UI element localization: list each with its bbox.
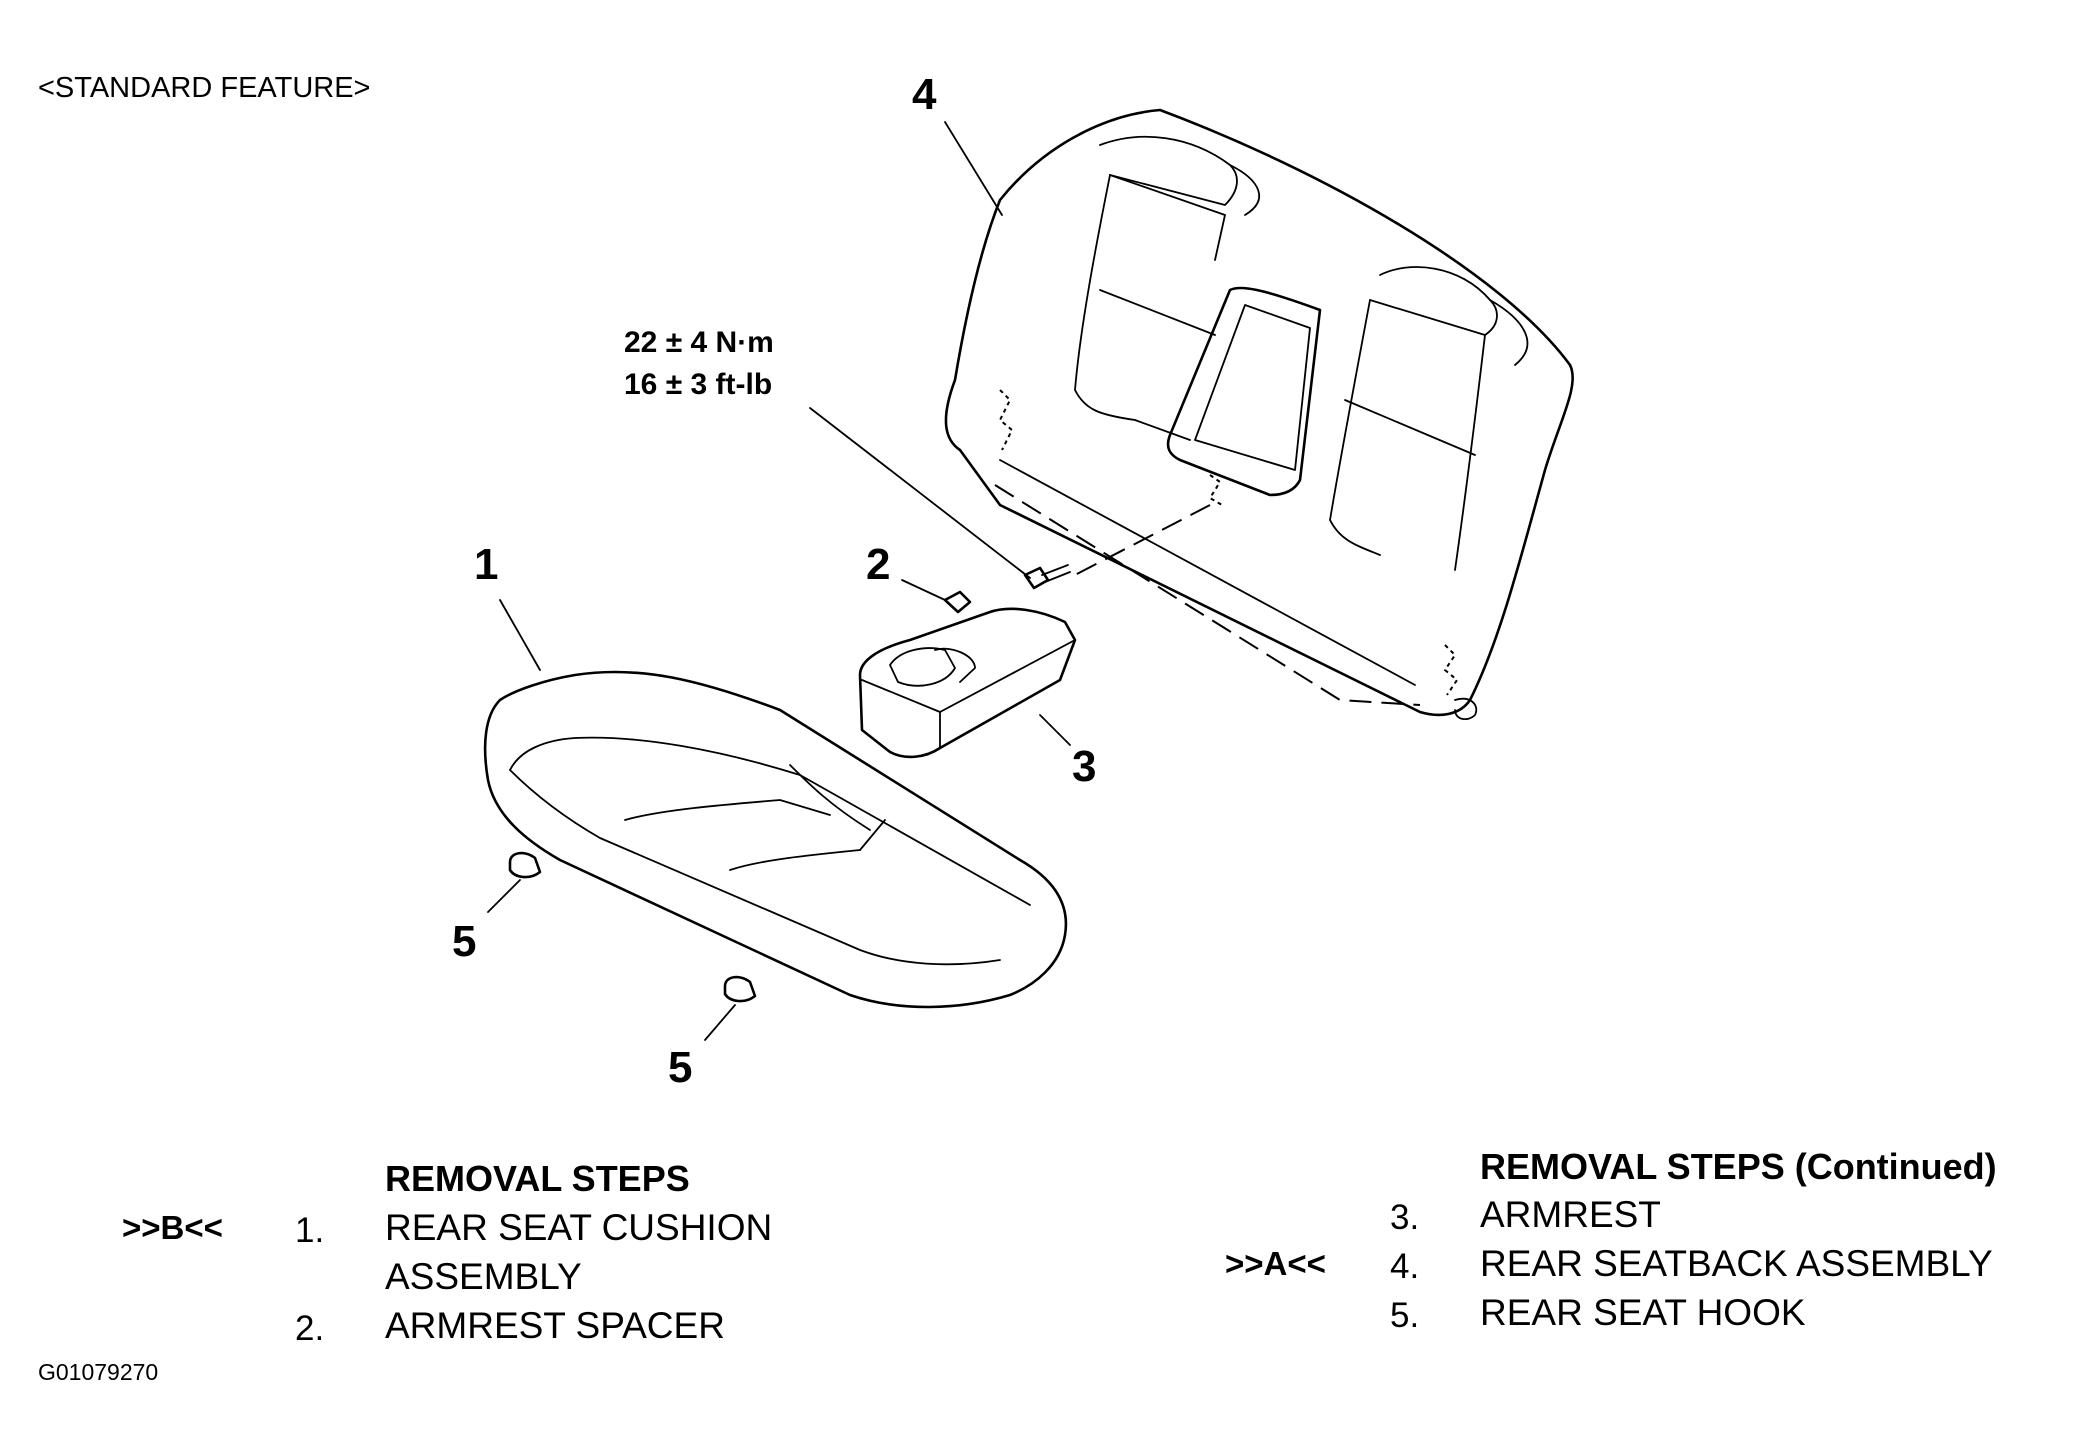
callout-5b-leader bbox=[704, 1004, 736, 1041]
step-4-ref: >>A<< bbox=[1225, 1245, 1326, 1282]
callout-2: 2 bbox=[866, 540, 891, 589]
step-5-text: REAR SEAT HOOK bbox=[1480, 1292, 1806, 1333]
callout-5a-leader bbox=[487, 879, 521, 913]
armrest bbox=[858, 607, 1077, 759]
torque-leader-line bbox=[809, 407, 1031, 579]
removal-steps-continued-title: REMOVAL STEPS (Continued) bbox=[1480, 1146, 1997, 1187]
step-2-number: 2. bbox=[295, 1309, 325, 1348]
figure-id: G01079270 bbox=[38, 1359, 159, 1385]
header-label: <STANDARD FEATURE> bbox=[38, 72, 371, 104]
armrest-spacer bbox=[901, 579, 972, 614]
step-5-number: 5. bbox=[1390, 1296, 1420, 1335]
callout-5-lower: 5 bbox=[668, 1043, 693, 1092]
step-1-text-continued: ASSEMBLY bbox=[385, 1256, 582, 1297]
rear-seat-hook-upper bbox=[487, 851, 542, 913]
rear-seat-cushion-assembly bbox=[483, 599, 1068, 1009]
callout-2-leader bbox=[901, 579, 946, 601]
step-1-ref: >>B<< bbox=[122, 1209, 223, 1246]
step-4-text: REAR SEATBACK ASSEMBLY bbox=[1480, 1243, 1993, 1284]
callout-5-upper: 5 bbox=[452, 917, 477, 966]
callout-1-leader bbox=[499, 599, 541, 671]
callout-4-leader bbox=[944, 121, 1003, 216]
bolt bbox=[809, 407, 1071, 590]
torque-metric: 22 ± 4 N·m bbox=[624, 326, 774, 359]
step-3-number: 3. bbox=[1390, 1198, 1420, 1237]
callout-4: 4 bbox=[912, 70, 937, 119]
step-1-number: 1. bbox=[295, 1211, 325, 1250]
step-4-number: 4. bbox=[1390, 1247, 1420, 1286]
removal-steps-title: REMOVAL STEPS bbox=[385, 1158, 690, 1199]
callout-1: 1 bbox=[474, 540, 499, 589]
step-2-text: ARMREST SPACER bbox=[385, 1305, 725, 1346]
torque-imperial: 16 ± 3 ft-lb bbox=[624, 368, 773, 401]
rear-seatback-assembly bbox=[944, 108, 1574, 721]
step-3-text: ARMREST bbox=[1480, 1194, 1661, 1235]
step-1-text: REAR SEAT CUSHION bbox=[385, 1207, 773, 1248]
torque-spec: 22 ± 4 N·m 16 ± 3 ft-lb bbox=[624, 322, 774, 406]
callout-3: 3 bbox=[1072, 742, 1097, 791]
callout-3-leader bbox=[1039, 714, 1071, 746]
rear-seat-hook-lower bbox=[704, 975, 757, 1041]
